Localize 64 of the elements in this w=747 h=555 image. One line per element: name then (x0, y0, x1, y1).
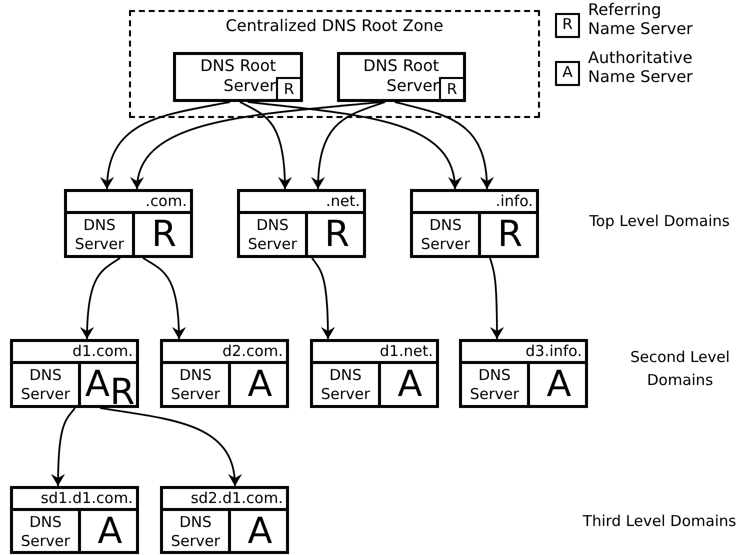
domain-name: .info. (413, 192, 536, 214)
role-badge: R (439, 77, 463, 99)
role-letter-box: R (555, 13, 580, 38)
server-label: DNS Server (313, 364, 381, 405)
role-letter: A (98, 511, 122, 553)
legend-text: Authoritative Name Server (588, 48, 694, 86)
role-letter: R (151, 214, 176, 256)
server-box (310, 339, 439, 408)
role-badge: R (276, 77, 300, 99)
role-letter: A (248, 511, 272, 553)
server-box (160, 339, 289, 408)
arrow (51, 407, 76, 486)
role-letter: R (324, 214, 350, 256)
role-letter: A (85, 364, 110, 406)
role-letter: R (497, 214, 522, 256)
tier-label: Top Level Domains (588, 211, 731, 232)
server-box (10, 486, 139, 554)
arrow (248, 101, 461, 190)
domain-name: .com. (67, 192, 190, 214)
arrow (240, 101, 292, 190)
role-letter: A (546, 364, 572, 406)
arrow (311, 257, 335, 339)
tier-label: Third Level Domains (582, 511, 738, 532)
role-letter-box: A (555, 61, 580, 86)
server-box (160, 486, 289, 554)
zone-boundary (129, 10, 540, 118)
arrow (311, 101, 386, 190)
legend-text: Referring Name Server (588, 0, 694, 38)
domain-name: sd1.d1.com. (13, 489, 136, 511)
arrow (142, 257, 186, 340)
domain-name: d1.com. (13, 342, 136, 364)
root-server-box (173, 52, 303, 102)
server-label: DNS Root Server (199, 56, 276, 96)
role-letter: A (248, 364, 272, 406)
domain-name: sd2.d1.com. (163, 489, 286, 511)
server-label: DNS Server (240, 214, 308, 255)
server-box (10, 339, 139, 408)
zone-title: Centralized DNS Root Zone (224, 16, 444, 35)
arrow (489, 258, 504, 339)
server-label: DNS Server (413, 214, 481, 255)
role-letter: A (398, 364, 422, 406)
domain-name: d2.com. (163, 342, 286, 364)
server-label: DNS Root Server (362, 56, 439, 96)
server-box (64, 189, 193, 258)
role-letter: R (110, 372, 135, 414)
server-box (410, 189, 539, 258)
domain-name: d3.info. (462, 342, 585, 364)
server-box (237, 189, 366, 258)
arrow (394, 101, 494, 190)
arrow (100, 407, 241, 486)
tier-label: Second Level Domains (629, 347, 731, 391)
server-label: DNS Server (163, 364, 231, 405)
domain-name: .net. (240, 192, 363, 214)
server-label: DNS Server (13, 511, 81, 551)
arrow (80, 257, 120, 340)
server-label: DNS Server (163, 511, 231, 551)
domain-name: d1.net. (313, 342, 436, 364)
server-label: DNS Server (13, 364, 81, 405)
server-label: DNS Server (462, 364, 530, 405)
arrow (100, 101, 230, 190)
server-label: DNS Server (67, 214, 135, 255)
arrow (132, 101, 382, 190)
root-server-box (337, 52, 466, 102)
server-box (459, 339, 588, 408)
